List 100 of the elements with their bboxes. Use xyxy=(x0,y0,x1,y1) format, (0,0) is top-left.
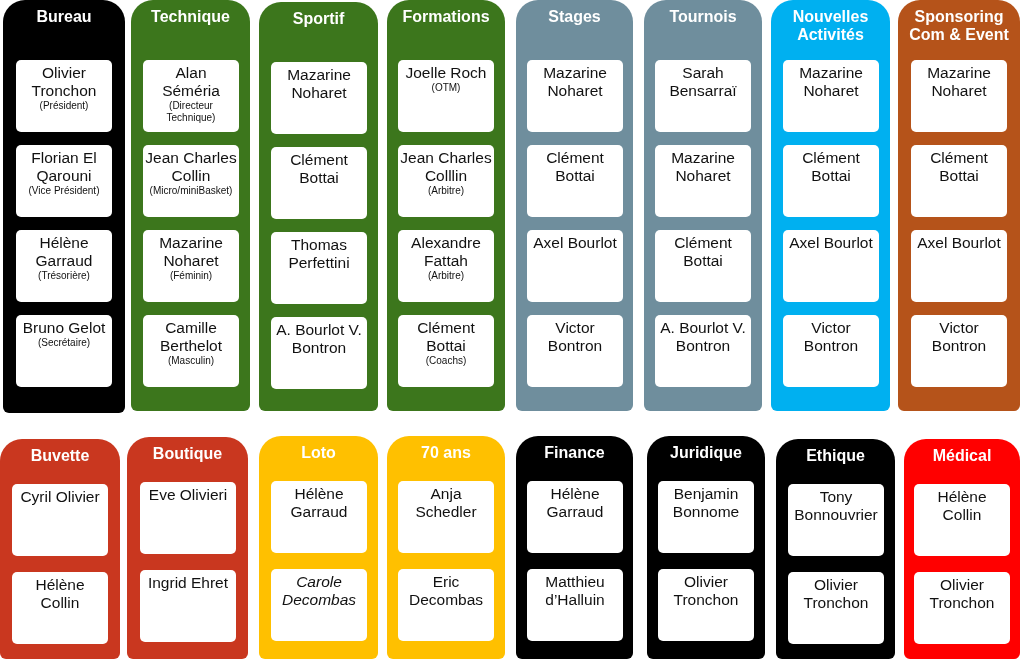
column-band xyxy=(387,436,505,659)
column-band xyxy=(387,0,505,411)
column-title: Loto xyxy=(300,444,337,462)
column-title: Médical xyxy=(931,447,993,465)
member-name: Axel Bourlot xyxy=(916,234,1002,252)
column-band xyxy=(776,439,895,659)
member-card xyxy=(140,570,236,642)
member-card xyxy=(783,230,879,302)
member-name: Hélène Garraud xyxy=(545,485,605,521)
member-name: Olivier Tronchon xyxy=(30,64,98,100)
column-band xyxy=(259,2,378,411)
member-name: Olivier Tronchon xyxy=(802,576,870,612)
member-card xyxy=(143,230,239,302)
member-name: Axel Bourlot xyxy=(788,234,874,252)
member-role: (Micro/miniBasket) xyxy=(148,185,234,197)
member-role: (Féminin) xyxy=(168,270,214,282)
member-card xyxy=(16,145,112,217)
member-card xyxy=(783,315,879,387)
member-card xyxy=(271,147,367,219)
member-name: Alexandre Fattah xyxy=(410,234,482,270)
member-card xyxy=(914,484,1010,556)
member-card xyxy=(398,481,494,553)
member-card xyxy=(655,60,751,132)
column-band xyxy=(131,0,250,411)
member-card xyxy=(143,60,239,132)
member-card xyxy=(527,315,623,387)
column-band xyxy=(516,436,633,659)
member-name: Clément Bottai xyxy=(545,149,605,185)
column-title: Tournois xyxy=(668,8,738,26)
column-band xyxy=(3,0,125,413)
member-name: Camille Berthelot xyxy=(158,319,223,355)
member-card xyxy=(12,572,108,644)
member-name: Victor Bontron xyxy=(930,319,988,355)
member-card xyxy=(398,145,494,217)
member-card xyxy=(16,230,112,302)
member-name: Eve Olivieri xyxy=(147,486,229,504)
member-card xyxy=(658,481,754,553)
member-card xyxy=(143,315,239,387)
member-card xyxy=(911,230,1007,302)
member-card xyxy=(911,145,1007,217)
column-title: 70 ans xyxy=(420,444,472,462)
member-name: Carole Decombas xyxy=(280,573,358,609)
member-role: (Arbitre) xyxy=(426,185,466,197)
member-name: Olivier Tronchon xyxy=(928,576,996,612)
member-name: Alan Séméria xyxy=(161,64,221,100)
member-name: Benjamin Bonnome xyxy=(671,485,741,521)
member-card xyxy=(527,481,623,553)
member-name: Ingrid Ehret xyxy=(146,574,230,592)
member-card xyxy=(527,569,623,641)
member-card xyxy=(527,230,623,302)
member-card xyxy=(398,569,494,641)
member-name: Florian El Qarouni xyxy=(30,149,98,185)
member-card xyxy=(271,481,367,553)
column-band xyxy=(644,0,762,411)
member-name: Hélène Collin xyxy=(34,576,86,612)
member-card xyxy=(788,572,884,644)
member-card xyxy=(911,315,1007,387)
member-card xyxy=(911,60,1007,132)
member-role: (Masculin) xyxy=(166,355,216,367)
member-name: Eric Decombas xyxy=(407,573,485,609)
member-card xyxy=(655,315,751,387)
member-card xyxy=(788,484,884,556)
column-band xyxy=(904,439,1020,659)
column-title: Ethique xyxy=(805,447,866,465)
column-title: Technique xyxy=(150,8,231,26)
member-card xyxy=(16,315,112,387)
member-name: Mazarine Noharet xyxy=(286,66,352,102)
member-name: Anja Schedler xyxy=(414,485,478,521)
column-band xyxy=(898,0,1020,411)
member-name: Matthieu d’Halluin xyxy=(544,573,606,609)
member-name: Clément Bottai xyxy=(929,149,989,185)
member-name: Hélène Garraud xyxy=(289,485,349,521)
member-name: Joelle Roch xyxy=(404,64,488,82)
member-role: (Arbitre) xyxy=(426,270,466,282)
member-card xyxy=(12,484,108,556)
member-card xyxy=(143,145,239,217)
column-title: Sportif xyxy=(291,10,346,28)
member-name: Jean Charles Collin xyxy=(145,149,237,185)
column-title: Juridique xyxy=(669,444,743,462)
member-card xyxy=(658,569,754,641)
member-name: Sarah Bensarraï xyxy=(668,64,738,100)
member-name: Clément Bottai xyxy=(673,234,733,270)
column-band xyxy=(647,436,765,659)
member-name: Mazarine Noharet xyxy=(798,64,864,100)
member-name: Olivier Tronchon xyxy=(672,573,740,609)
column-title: Sponsoring Com & Event xyxy=(908,8,1010,44)
member-name: Thomas Perfettini xyxy=(287,236,351,272)
member-card xyxy=(655,145,751,217)
member-name: Cyril Olivier xyxy=(19,488,101,506)
member-role: (Trésorière) xyxy=(37,270,91,282)
column-title: Buvette xyxy=(29,447,91,465)
member-card xyxy=(398,315,494,387)
member-name: Clément Bottai xyxy=(289,151,349,187)
member-card xyxy=(527,60,623,132)
column-title: Nouvelles Activités xyxy=(791,8,870,44)
column-title: Finance xyxy=(543,444,606,462)
member-card xyxy=(398,230,494,302)
member-name: Hélène Collin xyxy=(936,488,988,524)
column-band xyxy=(516,0,633,411)
member-card xyxy=(271,62,367,134)
